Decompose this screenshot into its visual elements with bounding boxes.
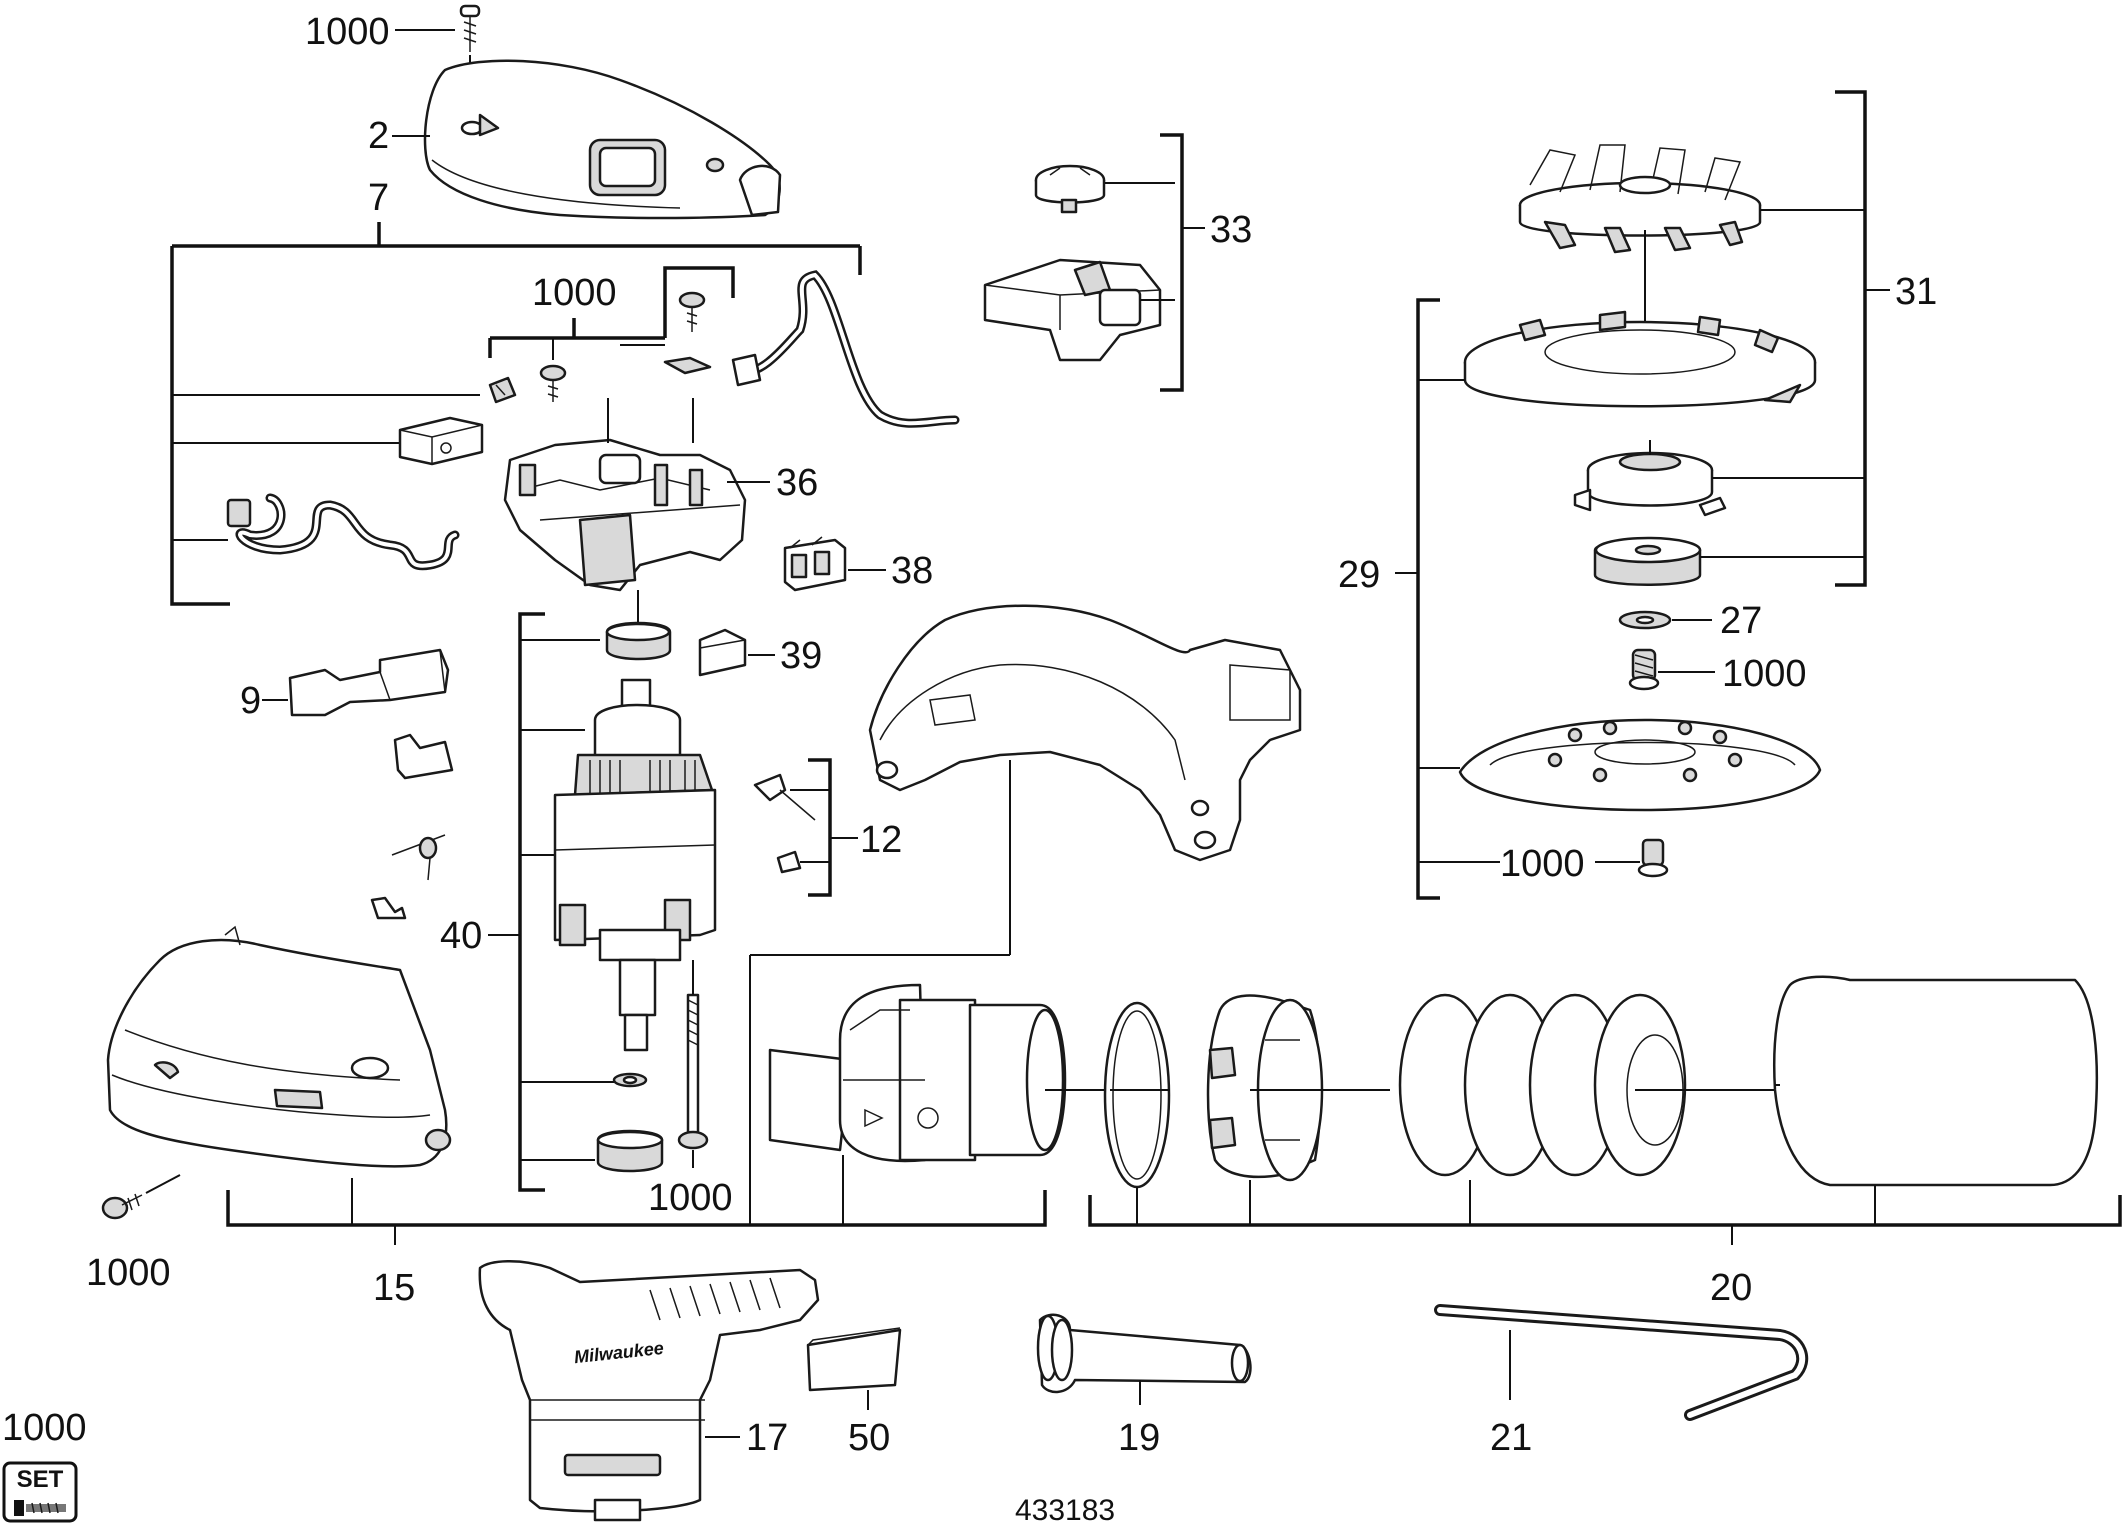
wire-harness-left bbox=[226, 493, 460, 571]
set-label: SET bbox=[17, 1466, 64, 1493]
dust-filter bbox=[1772, 975, 2099, 1187]
label-1000-legend: 1000 bbox=[2, 1407, 87, 1449]
label-33: 33 bbox=[1210, 209, 1252, 251]
wire-clip bbox=[488, 376, 517, 404]
fan-impeller bbox=[1518, 144, 1762, 254]
capacitor-box bbox=[398, 416, 484, 466]
switch-clip bbox=[663, 356, 712, 375]
switch-housing-part-36 bbox=[503, 438, 747, 592]
label-1000-pad: 1000 bbox=[1722, 653, 1807, 695]
gear-case-front bbox=[768, 983, 1067, 1163]
o-ring-seal bbox=[1103, 1001, 1171, 1189]
screw-switch-1 bbox=[539, 364, 567, 402]
brush-part-9 bbox=[288, 648, 450, 717]
top-cover-part-2 bbox=[423, 59, 782, 220]
label-1000-rod: 1000 bbox=[648, 1177, 733, 1219]
washer-part-27 bbox=[1618, 610, 1672, 630]
wire-harness-right bbox=[731, 270, 960, 428]
screw-1000-pad bbox=[1628, 648, 1660, 691]
label-1000-top: 1000 bbox=[305, 11, 390, 53]
pad-bearing bbox=[1593, 536, 1702, 586]
label-50: 50 bbox=[848, 1417, 890, 1459]
pad-housing-plate bbox=[1463, 310, 1817, 408]
motor-field-armature bbox=[553, 678, 717, 1052]
gear-housing-left bbox=[106, 925, 452, 1168]
counterweight-hub bbox=[1573, 451, 1727, 517]
label-12: 12 bbox=[860, 819, 902, 861]
hose-adapter-part-19 bbox=[1036, 1313, 1252, 1394]
label-2: 2 bbox=[368, 115, 389, 157]
hex-key-part-21 bbox=[1434, 1304, 1809, 1421]
label-20: 20 bbox=[1710, 1267, 1752, 1309]
screw-switch-2 bbox=[678, 291, 706, 332]
brush-holder bbox=[393, 733, 454, 780]
screw-1000-bottom bbox=[1637, 838, 1669, 878]
brush-spring bbox=[391, 834, 446, 881]
speed-control-module bbox=[983, 258, 1162, 362]
label-1000-brush: 1000 bbox=[532, 272, 617, 314]
label-15: 15 bbox=[373, 1267, 415, 1309]
label-36: 36 bbox=[776, 462, 818, 504]
label-1000-left: 1000 bbox=[86, 1252, 171, 1294]
label-31: 31 bbox=[1895, 271, 1937, 313]
label-39: 39 bbox=[780, 635, 822, 677]
label-21: 21 bbox=[1490, 1417, 1532, 1459]
long-screw-1000 bbox=[677, 993, 709, 1150]
gear-housing-shell bbox=[868, 604, 1302, 862]
screw-1000-left bbox=[101, 1193, 143, 1220]
drawing-number: 433183 bbox=[1015, 1494, 1115, 1526]
terminal-block-part-38 bbox=[783, 536, 847, 592]
label-40: 40 bbox=[440, 915, 482, 957]
brush-holder-part-39 bbox=[698, 628, 747, 677]
armature-bearing-top bbox=[605, 621, 672, 661]
brush-clip-small bbox=[370, 896, 407, 920]
spring-clip-part-12b bbox=[776, 850, 802, 874]
speed-dial-knob bbox=[1034, 164, 1106, 214]
sanding-pad bbox=[1458, 718, 1822, 812]
label-17: 17 bbox=[746, 1417, 788, 1459]
spacer-washer bbox=[612, 1072, 648, 1088]
label-29: 29 bbox=[1338, 554, 1380, 596]
label-7: 7 bbox=[368, 177, 389, 219]
label-19: 19 bbox=[1118, 1417, 1160, 1459]
spring-clip-part-12a bbox=[753, 773, 816, 821]
dust-spring bbox=[1398, 993, 1687, 1177]
label-9: 9 bbox=[240, 680, 261, 722]
label-27: 27 bbox=[1720, 600, 1762, 642]
dust-port-ring bbox=[1206, 994, 1324, 1182]
label-1000-bottom: 1000 bbox=[1500, 843, 1585, 885]
set-screw-legend-icon: SET bbox=[2, 1461, 78, 1523]
label-38: 38 bbox=[891, 550, 933, 592]
foam-pad-part-50 bbox=[806, 1327, 902, 1392]
armature-bearing-bottom bbox=[596, 1129, 664, 1173]
motor-housing-part-17: Milwaukee bbox=[478, 1260, 820, 1522]
